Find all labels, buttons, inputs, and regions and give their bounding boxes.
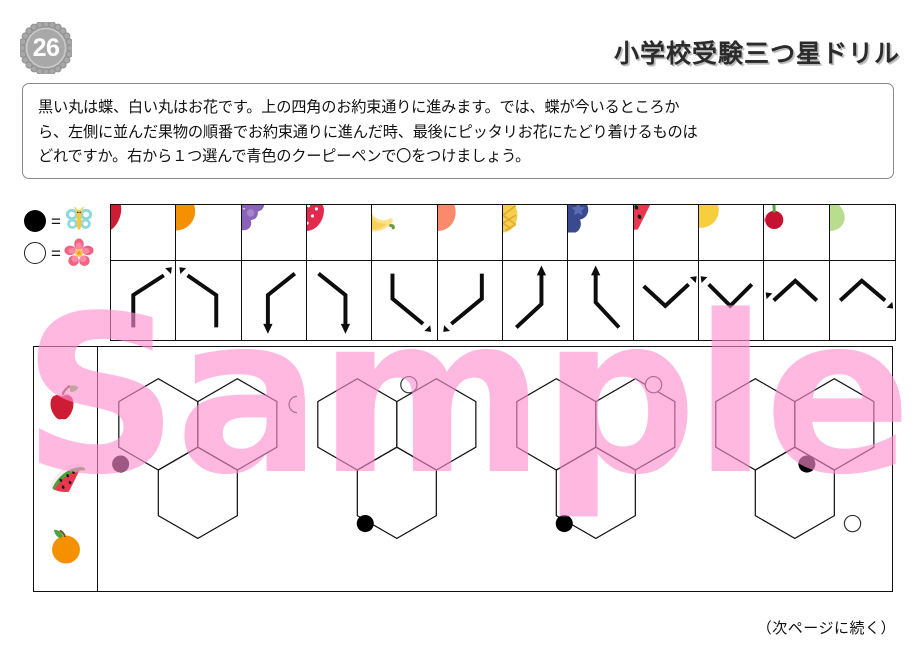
page-number-badge: 26 bbox=[20, 22, 72, 74]
pineapple-icon bbox=[503, 205, 518, 233]
lemon-icon bbox=[699, 205, 719, 228]
maze-choice-4[interactable] bbox=[695, 347, 894, 591]
arrow-upleft-then-downright bbox=[838, 278, 893, 309]
grapes-icon bbox=[241, 205, 264, 231]
hexagon-1 bbox=[118, 378, 199, 471]
butterfly-marker bbox=[798, 455, 816, 473]
rule-arrow-cell-1 bbox=[111, 261, 177, 340]
legend-equals-2: = bbox=[51, 243, 61, 263]
rule-fruit-cell-6 bbox=[437, 205, 503, 261]
banana-icon bbox=[372, 213, 396, 232]
rule-fruit-cell-5 bbox=[372, 205, 438, 261]
white-circle-icon bbox=[24, 242, 46, 264]
rule-fruit-cell-7 bbox=[503, 205, 569, 261]
arrow-downleft-then-upleft bbox=[700, 276, 754, 309]
rule-arrow-cell-2 bbox=[176, 261, 242, 340]
arrow-upright-then-up bbox=[514, 265, 547, 329]
arrow-downright-then-upright bbox=[642, 276, 697, 309]
hexagon-1 bbox=[317, 378, 398, 471]
rule-arrow-cell-12 bbox=[830, 261, 895, 340]
arrow-downright-then-up bbox=[591, 265, 621, 329]
hexagon-1 bbox=[516, 378, 597, 471]
butterfly-marker bbox=[555, 515, 573, 533]
arrow-downleft-then-down bbox=[262, 272, 296, 334]
rule-arrow-cell-10 bbox=[699, 261, 765, 340]
rule-fruit-cell-3 bbox=[241, 205, 307, 261]
rule-arrow-cell-11 bbox=[764, 261, 830, 340]
rule-fruit-cell-12 bbox=[829, 205, 895, 261]
arrow-up-then-upright bbox=[131, 267, 172, 328]
arrow-up-then-upleft bbox=[179, 267, 219, 328]
flower-marker bbox=[644, 375, 663, 394]
watermelon-icon bbox=[633, 205, 650, 230]
sequence-orange-icon bbox=[51, 529, 80, 564]
hexagon-3 bbox=[356, 446, 437, 540]
instruction-line-3: どれですか。右から１つ選んで青色のクーピーペンで〇をつけましょう。 bbox=[38, 147, 531, 166]
maze-choice-2[interactable] bbox=[297, 347, 496, 591]
sequence-apple-icon bbox=[50, 385, 78, 420]
page-title: 小学校受験三つ星ドリル bbox=[613, 39, 900, 68]
rule-arrow-cell-7 bbox=[503, 261, 569, 340]
rule-arrow-cell-8 bbox=[568, 261, 634, 340]
rule-grid bbox=[110, 204, 896, 341]
instruction-line-2: ら、左側に並んだ果物の順番でお約束通りに進んだ時、最後にピッタリお花にたどり着け… bbox=[38, 122, 698, 141]
orange-icon bbox=[176, 205, 196, 231]
legend: = bbox=[24, 205, 104, 269]
peach-icon bbox=[437, 205, 456, 231]
flower-marker bbox=[843, 514, 862, 533]
legend-row-butterfly: = bbox=[24, 205, 104, 237]
footer-note: （次ページに続く） bbox=[756, 619, 896, 637]
rule-fruit-cell-9 bbox=[633, 205, 699, 261]
rule-arrow-cell-6 bbox=[438, 261, 503, 340]
rule-arrow-cell-4 bbox=[307, 261, 373, 340]
arrow-down-then-downleft bbox=[442, 273, 484, 332]
hexagon-3 bbox=[754, 446, 835, 540]
rule-fruit-cell-10 bbox=[699, 205, 765, 261]
butterfly-marker bbox=[356, 515, 374, 533]
rule-arrow-cell-9 bbox=[634, 261, 699, 340]
butterfly-marker bbox=[112, 455, 130, 473]
arrow-upright-then-upleft bbox=[765, 278, 819, 302]
sequence-column bbox=[34, 347, 98, 591]
flower-icon bbox=[64, 238, 94, 266]
black-circle-icon bbox=[24, 210, 46, 232]
legend-equals-1: = bbox=[51, 211, 61, 231]
pear-icon bbox=[829, 205, 845, 231]
rule-fruit-cell-11 bbox=[764, 205, 830, 261]
hexagon-1 bbox=[715, 378, 796, 471]
maze-choice-3[interactable] bbox=[496, 347, 695, 591]
legend-row-flower: = bbox=[24, 237, 104, 269]
rule-fruit-cell-1 bbox=[111, 205, 177, 261]
blueberry-icon bbox=[568, 205, 589, 233]
hexagon-2 bbox=[197, 378, 278, 471]
rule-arrow-cell-3 bbox=[242, 261, 307, 340]
rule-fruit-cell-8 bbox=[568, 205, 634, 261]
butterfly-icon bbox=[65, 206, 93, 230]
answer-panel bbox=[33, 346, 893, 592]
strawberry-icon bbox=[307, 205, 324, 231]
badge-gear-shape bbox=[20, 22, 72, 74]
hexagon-3 bbox=[555, 446, 636, 540]
instruction-line-1: 黒い丸は蝶、白い丸はお花です。上の四角のお約束通りに進みます。では、蝶が今いると… bbox=[38, 98, 680, 116]
flower-marker bbox=[288, 395, 297, 414]
cherry-icon bbox=[764, 205, 784, 230]
hexagon-2 bbox=[595, 378, 676, 471]
page-number-text: 26 bbox=[32, 33, 60, 62]
rule-fruit-cell-2 bbox=[176, 205, 242, 261]
arrow-downright-then-down bbox=[317, 272, 351, 334]
flower-marker bbox=[400, 375, 418, 394]
maze-choice-1[interactable] bbox=[98, 347, 297, 591]
apple-icon bbox=[111, 205, 122, 230]
hexagon-3 bbox=[157, 446, 238, 540]
sequence-watermelon-icon bbox=[50, 463, 86, 493]
rule-arrow-cell-5 bbox=[372, 261, 438, 340]
rule-fruit-cell-4 bbox=[307, 205, 373, 261]
instruction-box: 黒い丸は蝶、白い丸はお花です。上の四角のお約束通りに進みます。では、蝶が今いると… bbox=[22, 83, 894, 179]
arrow-down-then-downright bbox=[390, 273, 432, 332]
